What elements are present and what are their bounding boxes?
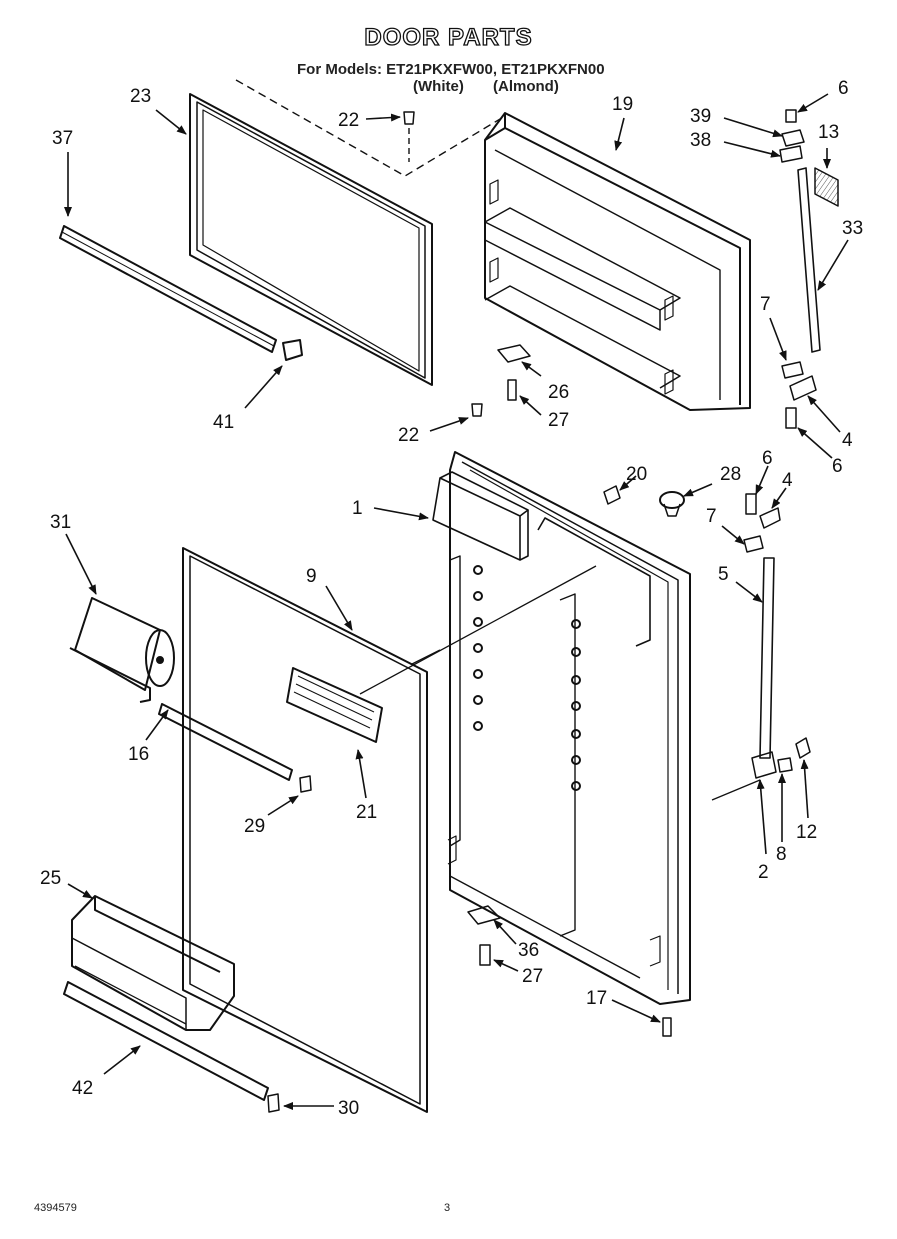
callout-41: 41: [213, 412, 234, 433]
callout-4-lower: 4: [782, 470, 793, 491]
leader-line: [359, 565, 597, 695]
insulation-pad: [814, 167, 839, 207]
screw-lower: [479, 944, 491, 966]
page-number: 3: [444, 1202, 451, 1214]
trim-end-cap: [282, 339, 303, 361]
variant-white: (White): [413, 78, 464, 95]
callout-33: 33: [842, 218, 863, 239]
callout-4-upper: 4: [842, 430, 853, 451]
leader-line-short: [411, 649, 441, 665]
screw-17: [662, 1017, 672, 1037]
callout-31: 31: [50, 512, 71, 533]
callout-27-lower: 27: [522, 966, 543, 987]
callout-23: 23: [130, 86, 151, 107]
fresh-food-door-liner: [432, 451, 691, 1005]
hinge-cap: [795, 737, 811, 759]
callout-21: 21: [356, 802, 377, 823]
callout-12: 12: [796, 822, 817, 843]
freezer-trim-strip: [59, 225, 277, 353]
callout-38: 38: [690, 130, 711, 151]
callout-29: 29: [244, 816, 265, 837]
center-hinge: [789, 375, 817, 401]
callout-42: 42: [72, 1078, 93, 1099]
callout-7-lower: 7: [706, 506, 717, 527]
callout-8: 8: [776, 844, 787, 865]
callout-28: 28: [720, 464, 741, 485]
callout-36: 36: [518, 940, 539, 961]
callout-6-lower: 6: [762, 448, 773, 469]
callout-25: 25: [40, 868, 61, 889]
page-title: DOOR PARTS: [364, 23, 533, 51]
leader-line-hinge: [711, 779, 761, 801]
callout-2: 2: [758, 862, 769, 883]
hinge-bracket: [779, 145, 803, 163]
callout-6-top: 6: [838, 78, 849, 99]
hinge-shim: [781, 129, 805, 147]
callout-37: 37: [52, 128, 73, 149]
plug-upper: [403, 111, 415, 125]
callout-16: 16: [128, 744, 149, 765]
door-bottom-trim: [63, 981, 269, 1101]
callout-5: 5: [718, 564, 729, 585]
variant-almond: (Almond): [493, 78, 559, 95]
callout-22-upper: 22: [338, 110, 359, 131]
callout-1: 1: [352, 498, 363, 519]
callout-39: 39: [690, 106, 711, 127]
callout-numbers: 23 37 22 19 41 26 27 22 6 39 38 13 33 7 …: [40, 78, 863, 1119]
dairy-bin: [69, 597, 175, 703]
hinge-screw-upper-right: [745, 493, 757, 515]
callout-17: 17: [586, 988, 607, 1009]
callout-30: 30: [338, 1098, 359, 1119]
hinge-cover: [781, 361, 804, 379]
fresh-food-door-gasket: [182, 547, 428, 1113]
callout-6-mid: 6: [832, 456, 843, 477]
hinge-screw-top: [785, 109, 797, 123]
hinge-bushing-lower: [467, 905, 501, 925]
callout-20: 20: [626, 464, 647, 485]
trim-end-cap-mid: [299, 775, 312, 793]
callout-19: 19: [612, 94, 633, 115]
hinge-screw-lower: [785, 407, 797, 429]
freezer-door-liner: [484, 112, 751, 411]
freezer-door-gasket: [189, 93, 433, 386]
dairy-door: [286, 667, 383, 743]
hinge-bracket-right: [759, 507, 781, 529]
closure-bar-lower: [759, 557, 775, 759]
plug-lower: [471, 403, 483, 417]
callout-7-upper: 7: [760, 294, 771, 315]
reference-line-dashed: [235, 79, 506, 177]
callout-26: 26: [548, 382, 569, 403]
hinge-bushing-upper: [497, 344, 531, 363]
trim-end-cap-bottom: [267, 1093, 280, 1113]
callout-27-upper: 27: [548, 410, 569, 431]
models-line: For Models: ET21PKXFW00, ET21PKXFN00: [297, 61, 605, 78]
screw-upper: [507, 379, 517, 401]
closure-bar-upper: [797, 167, 821, 353]
ring-20: [603, 485, 621, 505]
document-number: 4394579: [34, 1202, 77, 1214]
callout-13: 13: [818, 122, 839, 143]
cap-28: [659, 491, 685, 509]
door-bin: [71, 895, 235, 1031]
callout-22-lower: 22: [398, 425, 419, 446]
callout-arrows: [64, 93, 849, 1110]
shelf-trim: [158, 703, 293, 781]
hinge-shim-right: [743, 535, 764, 553]
callout-9: 9: [306, 566, 317, 587]
bottom-hinge: [751, 751, 777, 779]
hinge-pin: [777, 757, 793, 773]
